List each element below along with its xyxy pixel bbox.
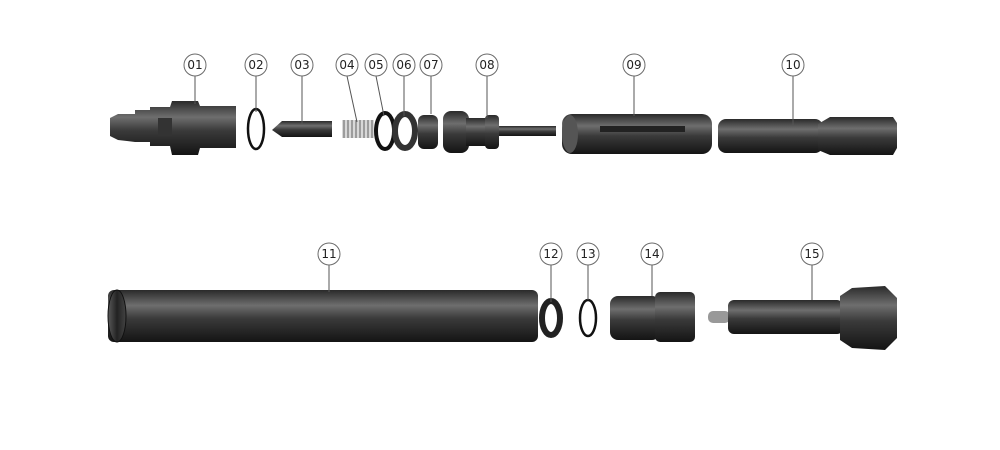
callout-05: 05 — [364, 53, 388, 77]
callout-14-text: 14 — [644, 247, 659, 261]
callout-13-text: 13 — [580, 247, 595, 261]
part-15-drill-bit — [708, 286, 897, 350]
callout-05-text: 05 — [368, 58, 383, 72]
part-01-top-sub — [110, 101, 236, 155]
callout-08: 08 — [475, 53, 499, 77]
callout-11: 11 — [317, 242, 341, 266]
callout-03: 03 — [290, 53, 314, 77]
callout-03-text: 03 — [294, 58, 309, 72]
callout-13: 13 — [576, 242, 600, 266]
part-04-spring — [342, 120, 374, 138]
part-06-ring — [392, 111, 418, 151]
part-05-o-ring — [374, 111, 396, 151]
callout-12: 12 — [539, 242, 563, 266]
callout-10-text: 10 — [785, 58, 800, 72]
callout-08-text: 08 — [479, 58, 494, 72]
part-08-air-distributor — [443, 111, 556, 153]
callout-02-text: 02 — [248, 58, 263, 72]
callout-12-text: 12 — [543, 247, 558, 261]
callout-14: 14 — [640, 242, 664, 266]
callout-15-text: 15 — [804, 247, 819, 261]
callout-06-text: 06 — [396, 58, 411, 72]
callout-04: 04 — [335, 53, 359, 77]
part-09-inner-cylinder — [562, 114, 712, 154]
part-07-valve-seat — [418, 115, 438, 149]
callout-01-text: 01 — [187, 58, 202, 72]
callout-04-text: 04 — [339, 58, 354, 72]
callout-07-text: 07 — [423, 58, 438, 72]
callout-11-text: 11 — [321, 247, 336, 261]
callout-09-text: 09 — [626, 58, 641, 72]
part-10-piston — [718, 117, 897, 155]
callout-01: 01 — [183, 53, 207, 77]
callout-02: 02 — [244, 53, 268, 77]
part-12-retaining-ring — [539, 298, 563, 338]
part-14-chuck — [610, 292, 695, 342]
part-11-outer-tube — [107, 289, 538, 343]
callout-10: 10 — [781, 53, 805, 77]
callout-09: 09 — [622, 53, 646, 77]
part-02-o-ring — [246, 107, 266, 151]
leader-lines — [194, 75, 813, 302]
part-13-o-ring — [578, 298, 598, 338]
callout-15: 15 — [800, 242, 824, 266]
part-03-check-valve — [272, 121, 332, 137]
callout-07: 07 — [419, 53, 443, 77]
callout-06: 06 — [392, 53, 416, 77]
